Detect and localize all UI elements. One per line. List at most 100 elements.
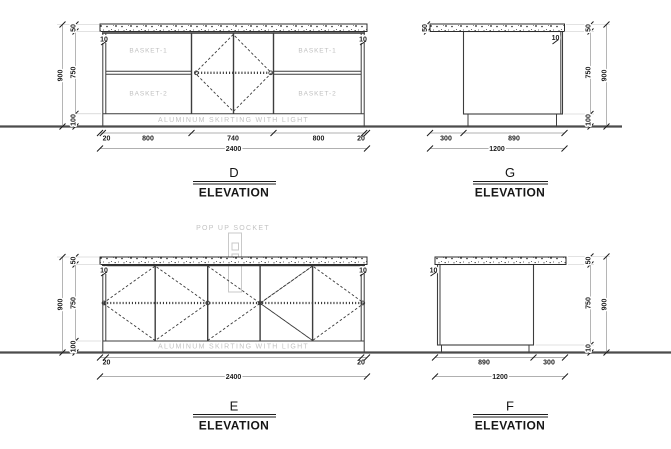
skirting-label: ALUMINUM SKIRTING WITH LIGHT: [158, 344, 309, 351]
dim-skirt-height: 100: [71, 341, 78, 353]
title-underline: [473, 180, 548, 185]
dim-body-height: 750: [586, 297, 593, 309]
elevation-title: ELEVATION: [475, 186, 546, 200]
dim-panel-right: 10: [359, 268, 367, 275]
dim-ticks: [96, 373, 371, 380]
dim-tick: [100, 40, 108, 46]
elevation-title: ELEVATION: [475, 419, 546, 433]
dim-tick: [430, 271, 437, 277]
popup-socket-label: POP UP SOCKET: [196, 225, 270, 232]
dim-ticks: [96, 354, 371, 361]
dim-tick: [359, 40, 367, 46]
cabinet-body: [436, 263, 535, 346]
dim-panel-left: 10: [100, 268, 108, 275]
hinge-mark: [268, 70, 274, 76]
hinge-mark: [360, 300, 366, 306]
countertop-speckle-texture: [100, 257, 367, 264]
dim-plinth-height: 10: [586, 344, 593, 352]
dim-w: 20: [103, 360, 111, 367]
countertop-speckle-texture: [430, 24, 564, 31]
dim-ticks: [59, 21, 66, 130]
dim-panel-right: 10: [359, 37, 367, 44]
dim-ticks: [431, 354, 569, 361]
dim-body-height: 750: [586, 67, 593, 79]
dim-w: 300: [543, 360, 555, 367]
dim-ticks: [72, 21, 79, 130]
door-swing-diamond-right: [259, 265, 365, 342]
title-underline: [193, 413, 276, 418]
plinth: [441, 345, 530, 353]
dim-total-width: 2400: [226, 374, 242, 381]
title-underline: [473, 413, 548, 418]
dim-panel: 10: [430, 268, 438, 275]
basket1-label: BASKET-1: [129, 48, 167, 55]
cabinet-dividers: [190, 33, 275, 114]
dim-overall-height: 900: [58, 299, 65, 311]
elevation-letter: D: [229, 165, 238, 180]
dim-counter-height: 50: [71, 257, 78, 265]
basket1-label: BASKET-1: [298, 48, 336, 55]
dim-skirt-height: 100: [71, 114, 78, 126]
skirting-label: ALUMINUM SKIRTING WITH LIGHT: [158, 117, 309, 124]
dim-body-height: 750: [71, 67, 78, 79]
dim-ticks: [603, 253, 610, 356]
dim-counter-height-left: 50: [422, 24, 429, 32]
dim-overall-height: 900: [602, 70, 609, 82]
elevation-title: ELEVATION: [199, 186, 270, 200]
dim-ticks: [426, 145, 568, 152]
dim-overall-height: 900: [58, 70, 65, 82]
cabinet-side-panels: [102, 33, 365, 127]
dim-total-width: 1200: [492, 374, 508, 381]
dim-w: 20: [103, 136, 111, 143]
hinge-mark: [193, 70, 199, 76]
dim-counter-height: 50: [586, 24, 593, 32]
dim-w: 890: [508, 136, 520, 143]
dim-total-width: 2400: [226, 146, 242, 153]
dim-ticks: [587, 253, 594, 356]
countertop-speckle-texture: [435, 257, 566, 264]
countertop-speckle-texture: [100, 24, 367, 31]
dim-ticks: [423, 21, 431, 35]
dim-ticks: [426, 129, 568, 137]
extension-lines: [421, 24, 430, 32]
dim-total-width: 1200: [489, 146, 505, 153]
dim-w: 20: [357, 360, 365, 367]
hinge-mark: [257, 300, 263, 306]
dim-ticks: [431, 373, 569, 380]
dim-body-height: 750: [71, 297, 78, 309]
elevation-d: BASKET-1 BASKET-1 BASKET-2 BASKET-2 ALUM…: [56, 21, 371, 200]
dim-w: 740: [227, 136, 239, 143]
dim-ticks: [96, 145, 371, 152]
dim-ticks: [587, 21, 594, 130]
extension-lines: [564, 24, 610, 115]
title-underline: [193, 180, 276, 185]
elevation-e: POP UP SOCKET ALUMINUM SKIRTING WITH LIG…: [56, 225, 371, 433]
dim-counter-height: 50: [71, 24, 78, 32]
cabinet-side-panels: [102, 265, 365, 353]
dim-skirt-height: 100: [586, 114, 593, 126]
dim-counter-height: 50: [586, 257, 593, 265]
dim-tick: [100, 271, 108, 277]
elevation-g: 10 50 50 750 100 900 300 890 1200 G ELEV…: [421, 21, 610, 200]
door-swing-diamond: [194, 33, 273, 113]
dim-tick: [359, 271, 367, 277]
door-swing-diamond-left: [102, 265, 209, 342]
elevation-title: ELEVATION: [199, 419, 270, 433]
dim-ticks: [96, 129, 371, 137]
dim-overall-height: 900: [602, 299, 609, 311]
cabinet-body: [462, 30, 564, 115]
plinth: [467, 114, 557, 127]
extension-lines: [57, 24, 101, 115]
dim-w: 800: [142, 136, 154, 143]
extension-lines: [535, 256, 610, 346]
dim-panel: 10: [552, 35, 560, 42]
basket2-label: BASKET-2: [298, 91, 336, 98]
dim-w: 800: [313, 136, 325, 143]
dim-tick: [552, 39, 559, 45]
elevation-f: 10 50 750 10 900 890 300 1200 F ELEVATIO…: [428, 253, 610, 433]
dim-ticks: [59, 253, 66, 356]
basket2-label: BASKET-2: [129, 91, 167, 98]
hinge-mark: [101, 300, 107, 306]
elevation-letter: G: [505, 165, 515, 180]
